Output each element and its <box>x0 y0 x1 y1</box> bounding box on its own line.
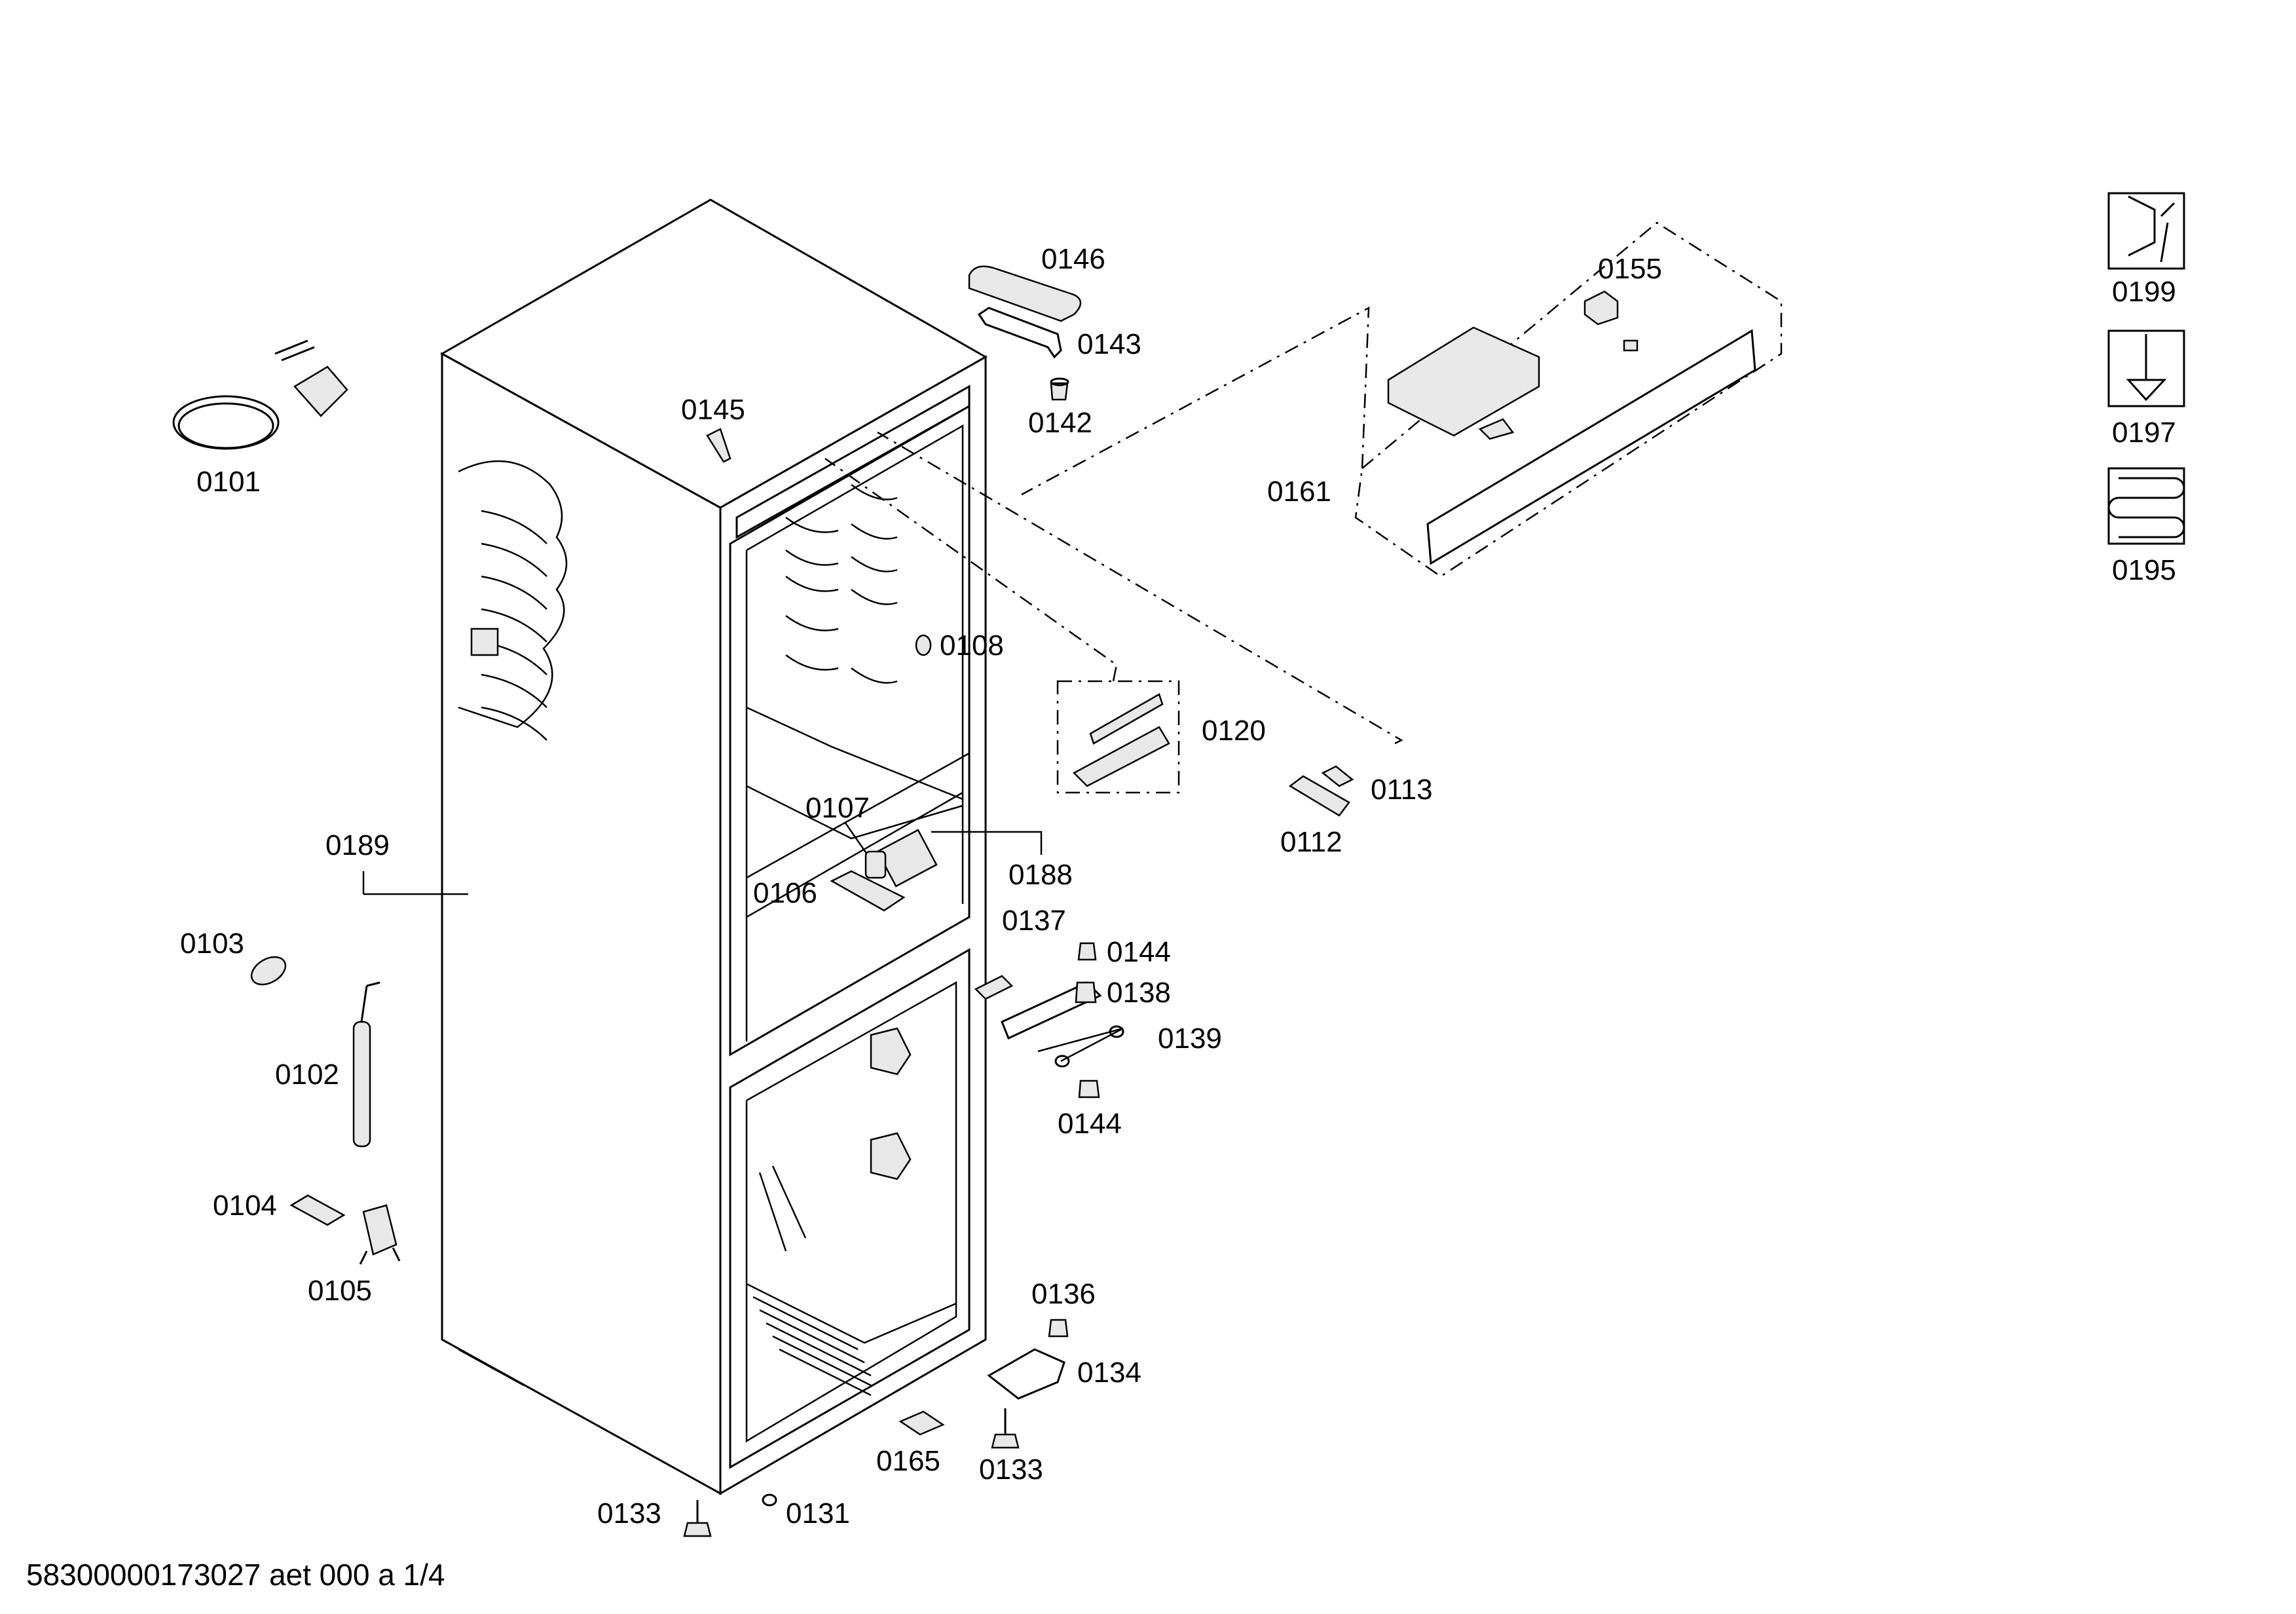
label-0108: 0108 <box>940 629 1004 662</box>
part-0103 <box>250 956 287 986</box>
part-0133-left <box>683 1500 712 1537</box>
label-0138: 0138 <box>1107 977 1171 1009</box>
label-0137: 0137 <box>1002 905 1066 937</box>
part-0133-right <box>991 1408 1020 1449</box>
part-0113 <box>1321 765 1354 787</box>
label-0136: 0136 <box>1031 1278 1096 1310</box>
power-cord-0101 <box>172 339 348 450</box>
label-0105: 0105 <box>308 1275 372 1307</box>
label-0133-left: 0133 <box>597 1497 661 1530</box>
label-0143: 0143 <box>1077 328 1141 360</box>
part-0108 <box>915 634 932 656</box>
part-0142 <box>1050 377 1069 401</box>
label-0145: 0145 <box>681 394 745 426</box>
label-0134: 0134 <box>1077 1357 1141 1389</box>
label-0188: 0188 <box>1009 859 1073 891</box>
label-0144-upper: 0144 <box>1107 936 1171 968</box>
coil-icon <box>2107 467 2185 545</box>
label-0199: 0199 <box>2112 276 2176 308</box>
label-0139: 0139 <box>1158 1023 1222 1055</box>
part-labels: 0101 0103 0102 0104 0105 0189 0145 0146 … <box>180 243 2176 1530</box>
part-0102 <box>352 981 380 1148</box>
part-0120 <box>1072 693 1170 787</box>
part-0106 <box>830 870 906 912</box>
label-0144-lower: 0144 <box>1058 1108 1122 1140</box>
label-0161: 0161 <box>1267 476 1331 508</box>
label-0113: 0113 <box>1371 774 1433 806</box>
label-0104: 0104 <box>213 1190 277 1222</box>
label-0102: 0102 <box>275 1059 339 1091</box>
part-0105 <box>359 1204 401 1265</box>
part-0165 <box>898 1410 945 1436</box>
part-0131 <box>762 1493 777 1507</box>
label-0189: 0189 <box>325 829 390 861</box>
label-0101: 0101 <box>196 466 261 498</box>
part-0145 <box>706 428 731 463</box>
part-0104 <box>289 1194 346 1226</box>
label-0107: 0107 <box>805 792 870 824</box>
screwdriver-icon <box>2107 329 2185 407</box>
part-0112 <box>1288 775 1350 817</box>
hinge-parts-0134-0136 <box>987 1319 1069 1400</box>
label-0106: 0106 <box>753 877 817 909</box>
hinge-parts-0137-0144 <box>974 942 1124 1098</box>
label-0112: 0112 <box>1280 826 1342 858</box>
wrench-nut-icon <box>2107 192 2185 270</box>
label-0197: 0197 <box>2112 417 2176 449</box>
label-0195: 0195 <box>2112 554 2176 586</box>
dashed-callouts <box>824 221 1783 794</box>
part-0107 <box>864 850 887 879</box>
label-0165: 0165 <box>876 1445 940 1477</box>
control-panel-0161 <box>1387 290 1756 565</box>
label-0131: 0131 <box>786 1497 850 1530</box>
label-0146: 0146 <box>1041 243 1105 275</box>
label-0133-right: 0133 <box>979 1454 1043 1486</box>
label-0155: 0155 <box>1598 253 1662 285</box>
part-0146 <box>968 265 1082 322</box>
label-0103: 0103 <box>180 928 244 960</box>
part-0143 <box>977 307 1062 359</box>
label-0142: 0142 <box>1028 407 1092 439</box>
drawing-footer: 58300000173027 aet 000 a 1/4 <box>26 1558 445 1592</box>
label-0120: 0120 <box>1202 715 1266 747</box>
